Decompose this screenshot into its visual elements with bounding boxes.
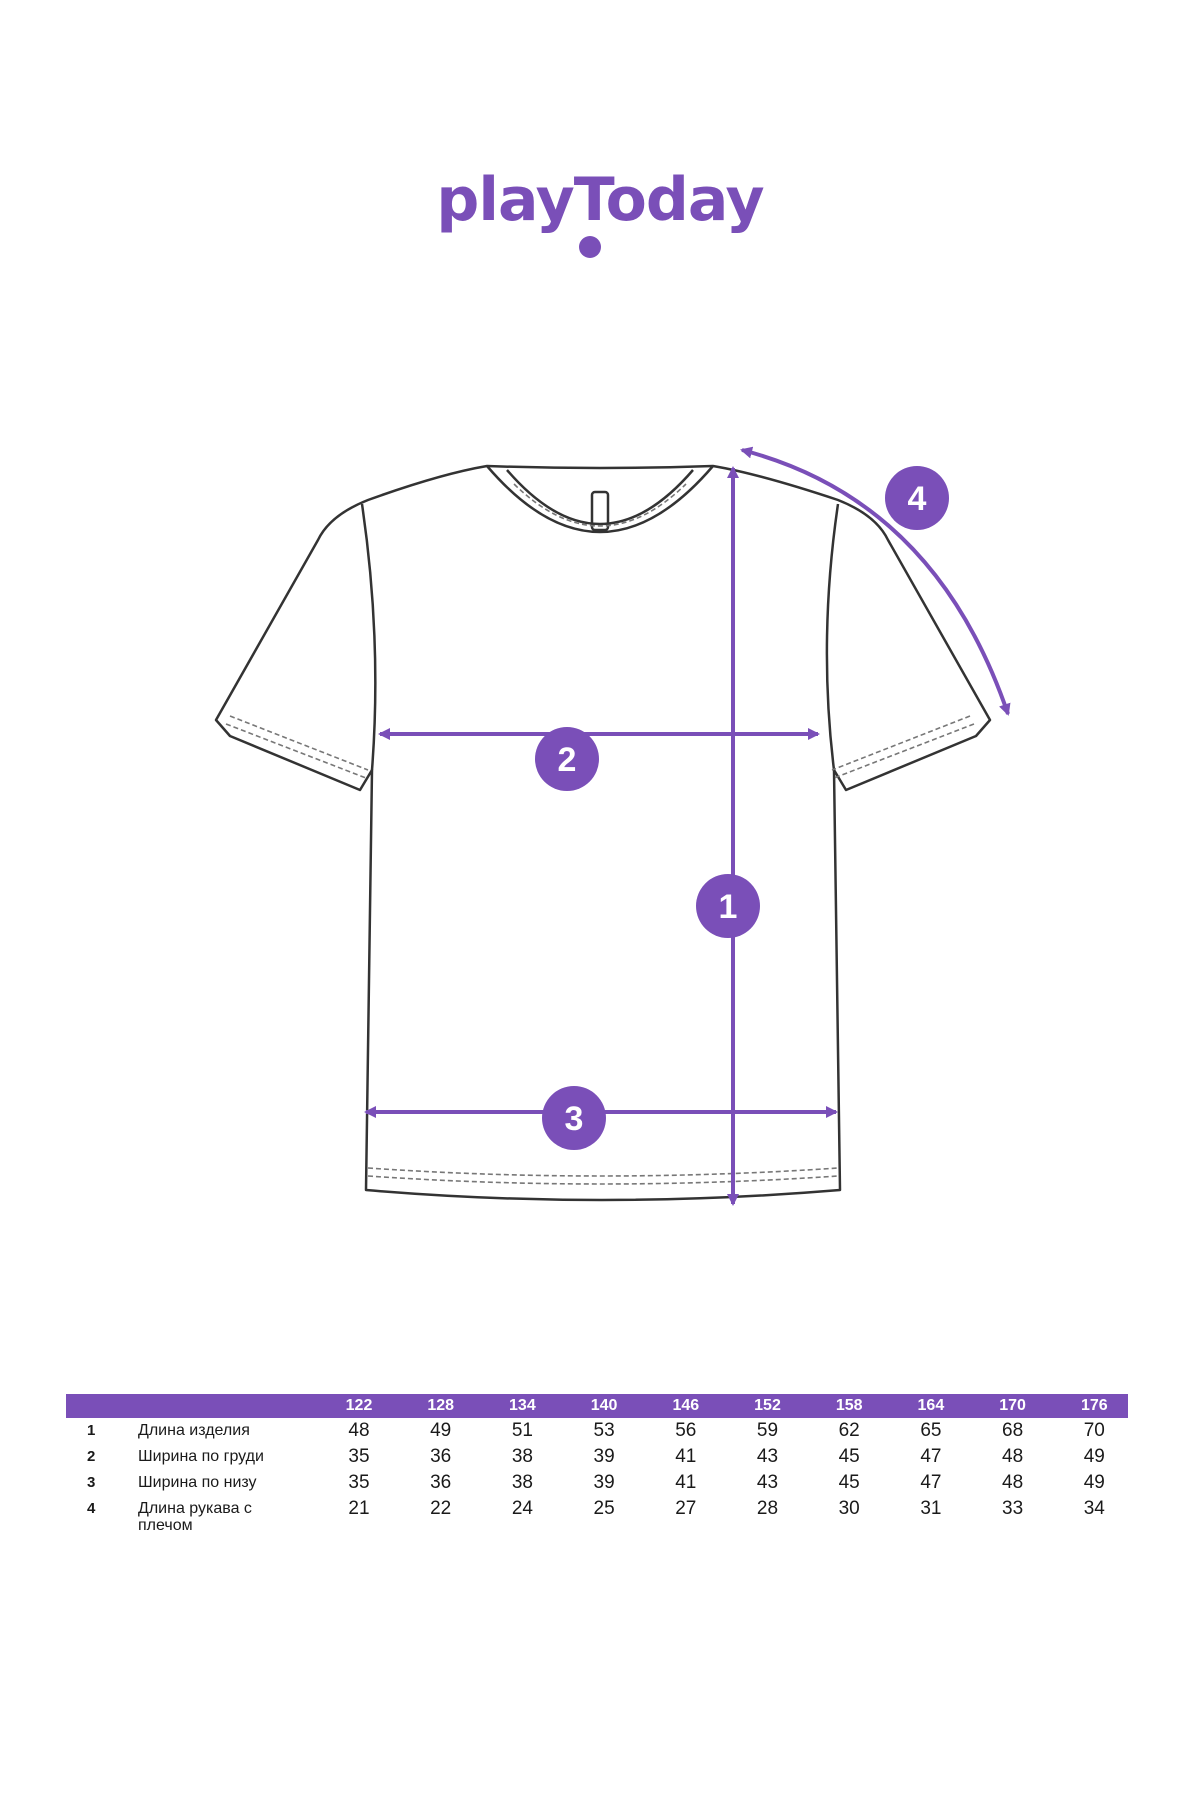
size-header-cell: 158: [835, 1397, 863, 1414]
table-row: 1 Длина изделия 48 49 51 53 56 59 62 65 68 70: [66, 1418, 1128, 1444]
table-cell: 39: [593, 1472, 615, 1493]
stitch-lines: [225, 483, 975, 1185]
row-number: 2: [87, 1448, 96, 1465]
armhole-left: [360, 503, 377, 771]
badge-4: 4: [885, 466, 949, 530]
table-cell: 48: [1002, 1446, 1024, 1467]
row-label: Ширина по низу: [138, 1474, 257, 1491]
table-cell: 34: [1083, 1498, 1105, 1519]
size-header-cell: 170: [999, 1397, 1026, 1414]
table-cell: 49: [430, 1420, 452, 1441]
badge-2: 2: [535, 727, 599, 791]
table-cell: 36: [430, 1446, 452, 1467]
table-cell: 41: [675, 1472, 697, 1493]
table-cell: 65: [920, 1420, 942, 1441]
size-header-cell: 140: [590, 1397, 618, 1414]
table-cell: 47: [920, 1472, 942, 1493]
table-cell: 49: [1083, 1472, 1105, 1493]
table-cell: 28: [756, 1498, 779, 1519]
badge-2-label: 2: [558, 741, 577, 779]
table-cell: 68: [1002, 1420, 1024, 1441]
collar-inner: [506, 469, 694, 526]
row-number: 1: [87, 1422, 96, 1439]
size-table: 122 128 134 140 146 152 158 164 170 176 1 Длина из…: [66, 1394, 1128, 1538]
badge-3: 3: [542, 1086, 606, 1150]
table-cell: 25: [593, 1498, 615, 1519]
hem-stitch-1: [367, 1167, 839, 1177]
table-cell: 33: [1002, 1498, 1024, 1519]
table-cell: 48: [348, 1420, 370, 1441]
size-header-cell: 128: [427, 1397, 455, 1414]
arrow-sleeve-length: [740, 446, 1011, 716]
sleeve-stitch-right-2: [833, 723, 975, 779]
table-cell: 24: [511, 1498, 533, 1519]
table-cell: 30: [838, 1498, 860, 1519]
table-cell: 49: [1083, 1446, 1105, 1467]
table-cell: 51: [511, 1420, 533, 1441]
hanger-loop: [590, 490, 610, 532]
badge-1: 1: [696, 874, 760, 938]
table-cell: 43: [756, 1472, 779, 1493]
size-header-cell: 152: [754, 1397, 781, 1414]
table-cell: 38: [511, 1472, 533, 1493]
row-number: 3: [87, 1474, 96, 1491]
brand-logo-dot: [579, 236, 601, 258]
size-header-cell: 146: [672, 1397, 700, 1414]
table-cell: 27: [675, 1498, 697, 1519]
table-cell: 62: [838, 1420, 860, 1441]
table-cell: 21: [348, 1498, 370, 1519]
table-cell: 56: [675, 1420, 697, 1441]
sleeve-stitch-left-1: [229, 715, 369, 771]
brand-logo: playToday: [0, 170, 1200, 230]
badge-4-label: 4: [908, 480, 927, 518]
table-cell: 48: [1002, 1472, 1024, 1493]
table-cell: 53: [593, 1420, 615, 1441]
sleeve-stitch-right-1: [831, 715, 971, 771]
badge-3-label: 3: [565, 1100, 584, 1138]
table-cell: 35: [348, 1446, 370, 1467]
collar-stitch: [513, 483, 687, 527]
table-cell: 70: [1083, 1420, 1105, 1441]
size-header-cell: 122: [345, 1397, 373, 1414]
tshirt-outline: [214, 464, 992, 1202]
table-cell: 31: [920, 1498, 942, 1519]
brand-logo-text: playToday: [436, 165, 764, 235]
size-header-cell: 134: [509, 1397, 536, 1414]
row-label: Ширина по груди: [138, 1448, 264, 1465]
table-cell: 38: [511, 1446, 533, 1467]
size-table-header: 122 128 134 140 146 152 158 164 170 176: [66, 1394, 1128, 1418]
table-row: 2 Ширина по груди 35 36 38 39 41 43 45 47 48 49: [66, 1444, 1128, 1470]
table-cell: 45: [838, 1446, 860, 1467]
table-cell: 35: [348, 1472, 370, 1493]
table-cell: 41: [675, 1446, 697, 1467]
row-label: Длина рукава с плечом: [138, 1500, 252, 1534]
row-label: Длина изделия: [138, 1422, 250, 1439]
table-cell: 39: [593, 1446, 615, 1467]
badge-1-label: 1: [719, 888, 738, 926]
size-header-cell: 176: [1080, 1397, 1108, 1414]
table-cell: 59: [756, 1420, 779, 1441]
table-row: 3 Ширина по низу 35 36 38 39 41 43 45 47 48 49: [66, 1470, 1128, 1496]
table-cell: 47: [920, 1446, 942, 1467]
table-cell: 45: [838, 1472, 860, 1493]
collar-outer: [486, 465, 714, 534]
table-cell: 36: [430, 1472, 452, 1493]
table-cell: 22: [430, 1498, 452, 1519]
tshirt-diagram: 1 2 3 4: [214, 446, 1011, 1206]
tshirt-silhouette: [214, 464, 992, 1202]
sleeve-stitch-left-2: [225, 723, 367, 779]
hem-stitch-2: [367, 1175, 839, 1185]
row-number: 4: [87, 1500, 96, 1517]
table-cell: 43: [756, 1446, 779, 1467]
table-row: 4 Длина рукава с плечом 21 22 24 25 27 28 30 31 33…: [66, 1496, 1128, 1538]
size-header-cell: 164: [917, 1397, 945, 1414]
